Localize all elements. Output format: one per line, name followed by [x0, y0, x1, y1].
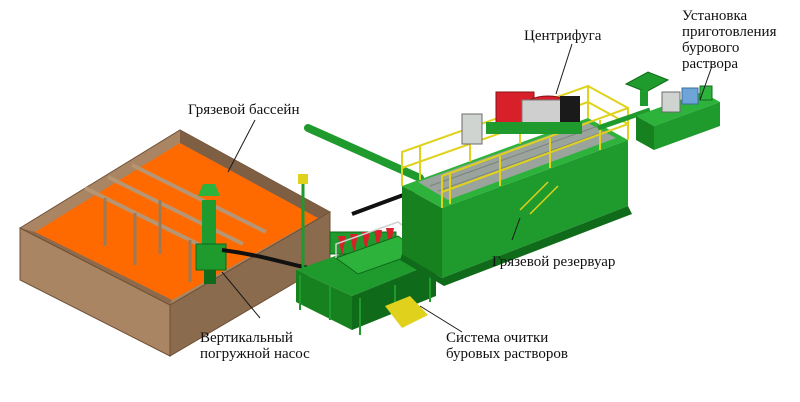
label-mud-tank: Грязевой резервуар — [492, 254, 615, 270]
vertical-submersible-pump — [195, 184, 227, 284]
pit-struts — [103, 198, 192, 282]
label-mixing-unit-line3: бурового — [682, 40, 739, 56]
mud-cleaning-system — [296, 174, 436, 335]
label-mixing-unit-line1: Установка — [682, 8, 748, 24]
label-mixing-unit-line2: приготовления — [682, 24, 777, 40]
label-cleaning-system-line1: Система очитки — [446, 330, 548, 346]
label-submersible-pump-line1: Вертикальный — [200, 330, 293, 346]
label-centrifuge: Центрифуга — [524, 28, 602, 44]
mud-mixing-unit — [597, 71, 720, 150]
hydrocyclones — [338, 228, 394, 256]
label-mixing-unit-line4: раствора — [682, 56, 738, 72]
leader-lines — [221, 43, 713, 333]
label-cleaning-system-line2: буровых растворов — [446, 346, 568, 362]
label-mud-pit: Грязевой бассейн — [188, 102, 299, 118]
mud-tank — [304, 84, 632, 286]
mud-pit — [18, 129, 332, 357]
centrifuge — [486, 91, 582, 134]
label-submersible-pump-line2: погружной насос — [200, 346, 310, 362]
